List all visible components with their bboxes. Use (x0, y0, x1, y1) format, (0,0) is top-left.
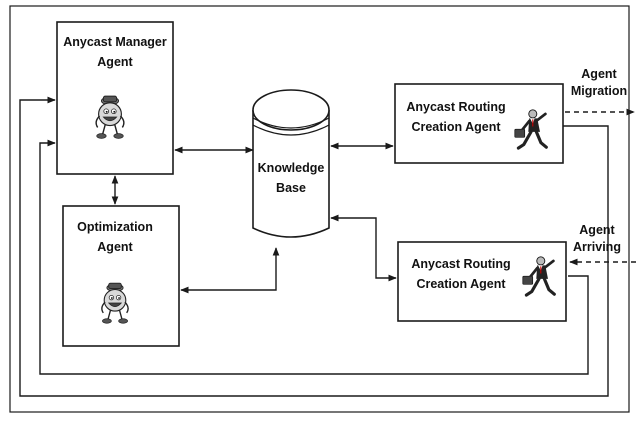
optimization-agent-label: Optimization Agent (63, 217, 167, 257)
routing-top-label-line2: Creation Agent (411, 120, 501, 134)
edge-kb-routing-bottom (330, 214, 397, 282)
agent-migration-label-line2: Migration (570, 84, 628, 98)
routing-top-label-line1: Anycast Routing (406, 100, 506, 114)
optimization-agent-label-line2: Agent (97, 240, 133, 254)
anycast-manager-agent-box (56, 21, 174, 175)
edge-loop-routing-bottom-to-manager (39, 139, 589, 375)
agent-migration-label: Agent Migration (564, 66, 634, 100)
manager-agent-label-line1: Anycast Manager (63, 35, 167, 49)
agent-arriving-label-line2: Arriving (573, 240, 621, 254)
agent-arriving-label-line1: Agent (579, 223, 615, 237)
knowledge-base-label-line2: Base (276, 181, 306, 195)
knowledge-base-cylinder (252, 89, 330, 238)
knowledge-base-label: Knowledge Base (253, 158, 329, 198)
manager-agent-label: Anycast Manager Agent (57, 32, 173, 72)
routing-bottom-label: Anycast Routing Creation Agent (402, 254, 520, 294)
agent-arriving-label: Agent Arriving (566, 222, 628, 256)
routing-bottom-label-line1: Anycast Routing (411, 257, 511, 271)
optimization-agent-label-line1: Optimization (77, 220, 153, 234)
routing-top-label: Anycast Routing Creation Agent (398, 97, 514, 137)
routing-bottom-label-line2: Creation Agent (416, 277, 506, 291)
edge-loop-routing-top-to-manager (19, 96, 609, 397)
outer-frame (9, 5, 630, 413)
knowledge-base-label-line1: Knowledge (257, 161, 325, 175)
edge-optimization-kb (180, 247, 280, 294)
agent-migration-label-line1: Agent (581, 67, 617, 81)
manager-agent-label-line2: Agent (97, 55, 133, 69)
